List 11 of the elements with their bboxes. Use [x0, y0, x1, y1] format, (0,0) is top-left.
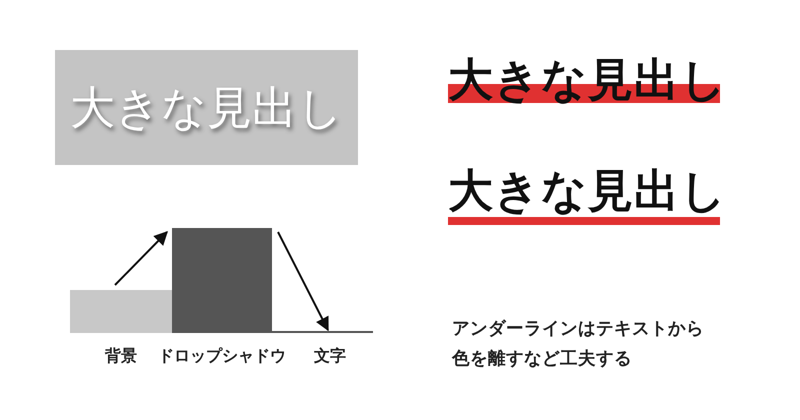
- heading-box: [55, 50, 358, 165]
- bar-caption: ドロップシャドウ: [158, 346, 286, 367]
- text-line: [272, 331, 373, 333]
- bar-caption: 背景: [105, 346, 137, 367]
- background-bar: [70, 290, 172, 333]
- bar-caption: 文字: [314, 346, 346, 367]
- arrow: [277, 232, 329, 332]
- shadow-bar: [172, 228, 272, 333]
- heading-text: 大きな見出し: [69, 80, 344, 136]
- arrow: [114, 231, 168, 286]
- note-text: アンダーラインはテキストから色を離すなど工夫する: [452, 318, 705, 371]
